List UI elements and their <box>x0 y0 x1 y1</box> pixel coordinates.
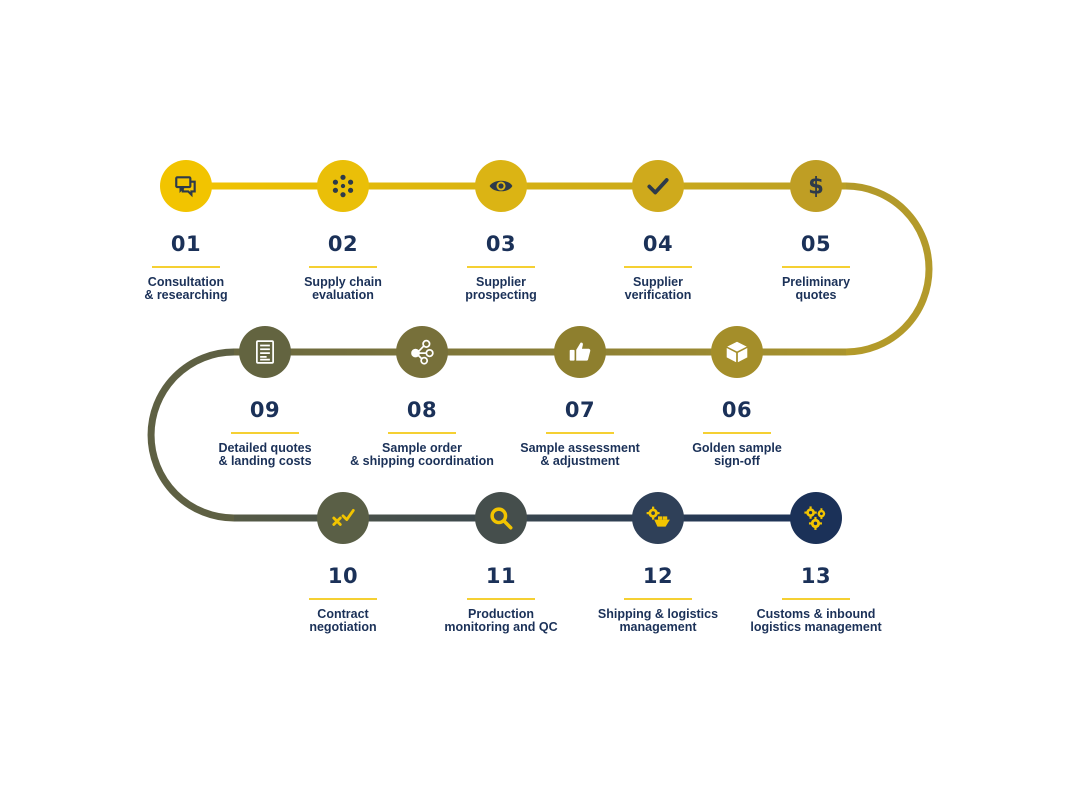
step-label: Sample order & shipping coordination <box>350 441 494 468</box>
step-node <box>632 160 684 212</box>
step-label: Supplier prospecting <box>465 275 537 302</box>
dollar-icon: $ <box>803 173 829 199</box>
step-label: Supplier verification <box>624 275 692 302</box>
step-number: 11 <box>485 564 517 588</box>
step-node <box>160 160 212 212</box>
chat-bubbles-icon <box>173 173 199 199</box>
step-label: Production monitoring and QC <box>444 607 558 634</box>
step-divider <box>782 266 850 268</box>
checkmark-icon <box>645 173 671 199</box>
step-number: 13 <box>800 564 832 588</box>
step-divider <box>624 266 692 268</box>
step-node <box>317 160 369 212</box>
step-node <box>711 326 763 378</box>
step-node <box>317 492 369 544</box>
step-divider <box>231 432 299 434</box>
step-divider <box>703 432 771 434</box>
ship-gear-icon <box>645 505 671 531</box>
step-label: Consultation & researching <box>144 275 228 302</box>
eye-icon <box>488 173 514 199</box>
step-label: Preliminary quotes <box>781 275 851 302</box>
step-divider <box>546 432 614 434</box>
step-divider <box>309 598 377 600</box>
step-node <box>475 160 527 212</box>
step-node: $ <box>790 160 842 212</box>
nodes-icon <box>409 339 435 365</box>
step-node <box>239 326 291 378</box>
step-number: 01 <box>170 232 202 256</box>
step-label: Shipping & logistics management <box>597 607 719 634</box>
thumbs-up-icon <box>567 339 593 365</box>
step-number: 05 <box>800 232 832 256</box>
step-node <box>632 492 684 544</box>
svg-text:$: $ <box>808 174 824 199</box>
network-circle-icon <box>330 173 356 199</box>
step-divider <box>782 598 850 600</box>
step-divider <box>467 598 535 600</box>
step-node <box>396 326 448 378</box>
step-label: Contract negotiation <box>309 607 377 634</box>
step-number: 04 <box>642 232 674 256</box>
step-label: Detailed quotes & landing costs <box>218 441 312 468</box>
box-icon <box>724 339 750 365</box>
step-label: Customs & inbound logistics management <box>750 607 882 634</box>
step-number: 12 <box>642 564 674 588</box>
step-number: 02 <box>327 232 359 256</box>
step-divider <box>467 266 535 268</box>
step-label: Golden sample sign-off <box>692 441 782 468</box>
step-label: Sample assessment & adjustment <box>520 441 640 468</box>
gears-icon <box>803 505 829 531</box>
step-number: 08 <box>406 398 438 422</box>
step-node <box>790 492 842 544</box>
step-number: 10 <box>327 564 359 588</box>
cross-check-icon <box>330 505 356 531</box>
step-node <box>475 492 527 544</box>
step-number: 09 <box>249 398 281 422</box>
step-number: 03 <box>485 232 517 256</box>
step-number: 07 <box>564 398 596 422</box>
step-number: 06 <box>721 398 753 422</box>
magnifier-icon <box>488 505 514 531</box>
step-divider <box>388 432 456 434</box>
step-node <box>554 326 606 378</box>
step-divider <box>309 266 377 268</box>
step-label: Supply chain evaluation <box>304 275 382 302</box>
step-divider <box>152 266 220 268</box>
document-list-icon <box>252 339 278 365</box>
step-divider <box>624 598 692 600</box>
